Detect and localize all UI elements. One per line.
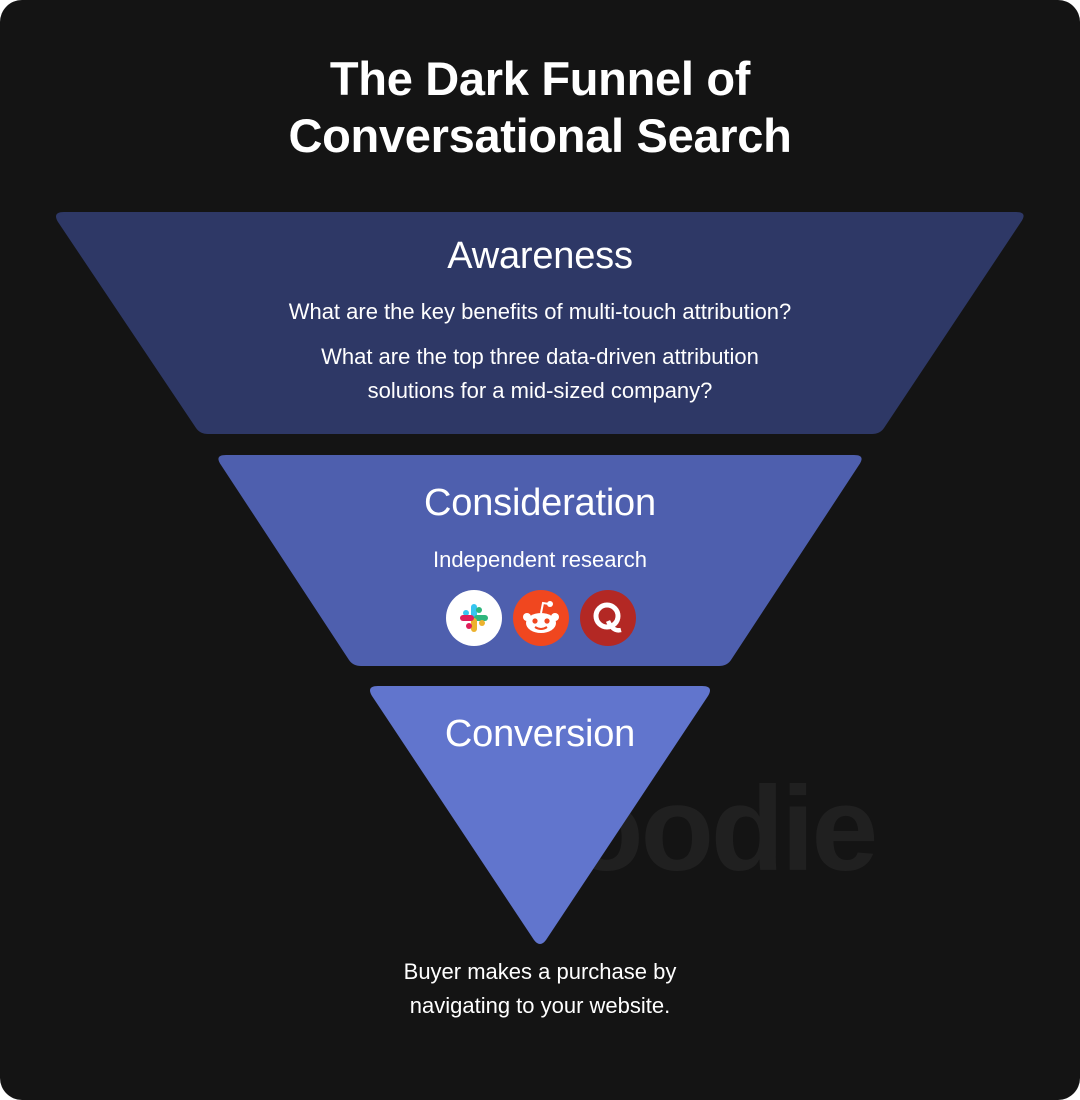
awareness-question-2: What are the top three data-driven attri…: [0, 340, 1080, 408]
consideration-label: Consideration: [424, 482, 656, 524]
outcome-line-1: Buyer makes a purchase by: [403, 959, 677, 984]
conversion-label: Conversion: [444, 713, 636, 755]
research-sources: [446, 590, 636, 648]
reddit-icon: [513, 590, 569, 646]
quora-icon: [580, 590, 636, 646]
awareness-question-1: What are the key benefits of multi-touch…: [288, 299, 792, 324]
slack-icon: [446, 590, 502, 646]
title-line-2: Conversational Search: [288, 109, 792, 162]
awareness-question-2-line-1: What are the top three data-driven attri…: [321, 344, 759, 369]
awareness-segment: [56, 212, 1024, 434]
consideration-subtitle: Independent research: [432, 547, 648, 572]
outcome-line-2: navigating to your website.: [409, 993, 671, 1018]
consideration-segment: [218, 455, 862, 666]
outcome-text: Buyer makes a purchase by navigating to …: [0, 955, 1080, 1023]
conversion-segment: [370, 686, 710, 944]
awareness-question-2-line-2: solutions for a mid-sized company?: [367, 378, 713, 403]
page-title: The Dark Funnel of Conversational Search: [0, 50, 1080, 164]
awareness-label: Awareness: [447, 235, 633, 277]
title-line-1: The Dark Funnel of: [329, 52, 751, 105]
